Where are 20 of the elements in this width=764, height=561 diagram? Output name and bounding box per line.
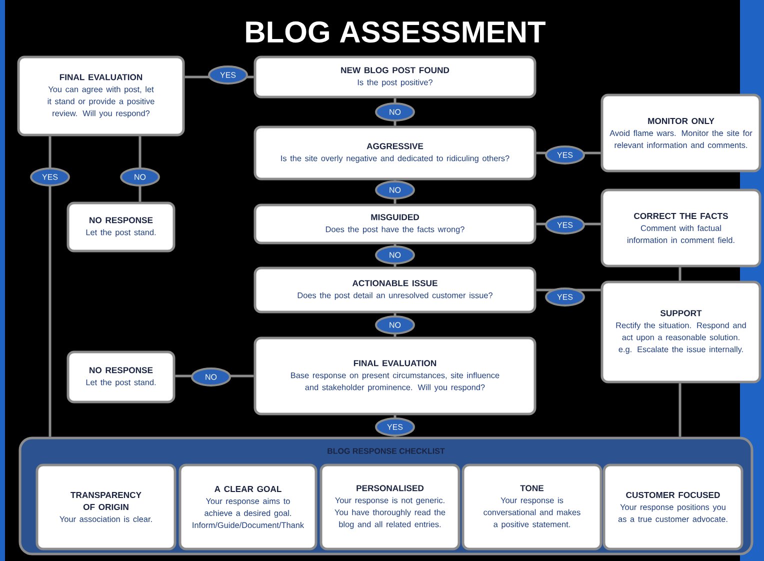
connector-line: [48, 136, 52, 437]
checklist-card: TRANSPARENCY OF ORIGIN Your association is clear.: [36, 464, 176, 550]
process-box: ACTIONABLE ISSUE Does the post detail an unresolved customer issue?: [254, 266, 536, 314]
process-box: FINAL EVALUATION Base response on present circumstances, site influence and stakeholder prominence. Will you respond?: [254, 336, 536, 416]
process-box: AGGRESSIVE Is the site overly negative and dedicated to ridiculing others?: [254, 126, 536, 180]
process-box: NO RESPONSE Let the post stand.: [66, 202, 176, 252]
process-box: MISGUIDED Does the post have the facts wrong?: [254, 204, 536, 244]
process-box: NO RESPONSE Let the post stand.: [66, 350, 176, 404]
checklist-card: A CLEAR GOAL Your response aims to achieve a desired goal. Inform/Guide/Document/Thank: [178, 464, 318, 550]
process-box: NEW BLOG POST FOUND Is the post positive?: [254, 56, 536, 98]
connector-line: [678, 383, 682, 437]
process-box: FINAL EVALUATION You can agree with post, let it stand or provide a positive review. Will you respond?: [17, 56, 185, 136]
checklist-card: TONE Your response is conversational and makes a positive statement.: [462, 464, 602, 550]
process-box: SUPPORT Rectify the situation. Respond and act upon a reasonable solution. e.g. Escalate the issue internally.: [600, 280, 762, 384]
process-box: CORRECT THE FACTS Comment with factual information in comment field.: [600, 188, 762, 268]
connector-line: [678, 267, 682, 281]
checklist-card: CUSTOMER FOCUSED Your response positions you as a true customer advocate.: [602, 464, 744, 550]
title: BLOG ASSESSMENT: [246, 21, 546, 43]
checklist-card: PERSONALISED Your response is not generic. You have thoroughly read the blog and all related entries.: [320, 464, 460, 550]
process-box: MONITOR ONLY Avoid flame wars. Monitor the site for relevant information and comments.: [600, 94, 762, 172]
